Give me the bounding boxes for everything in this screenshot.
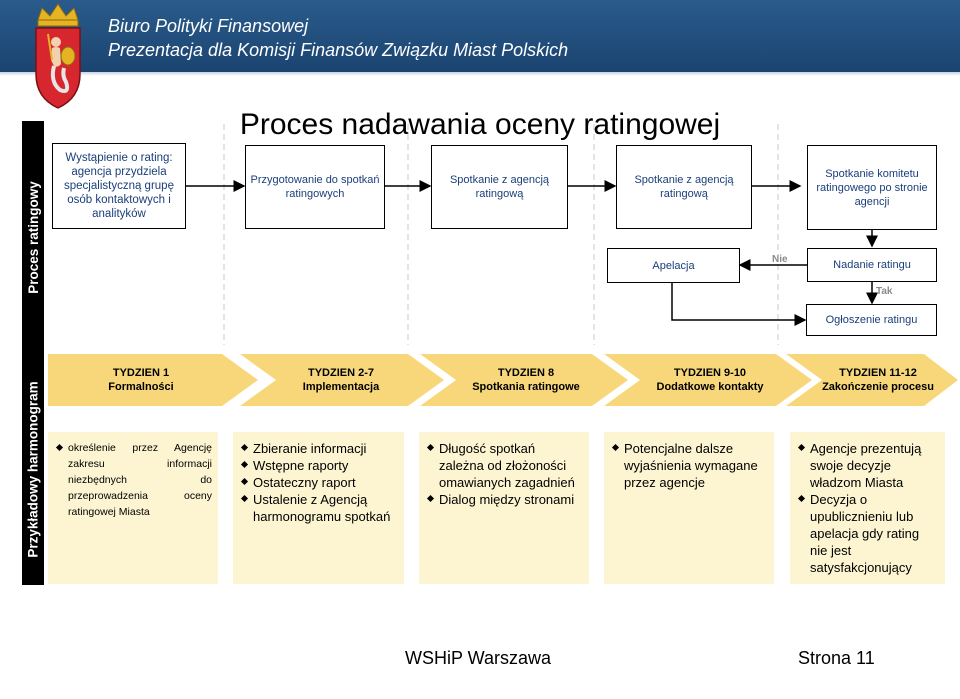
list-item: Wstępne raporty (241, 457, 398, 474)
week-2-subtitle: Implementacja (302, 381, 380, 393)
header-line-2: Prezentacja dla Komisji Finansów Związku… (108, 40, 569, 60)
week-5: TYDZIEN 11-12 Zakończenie procesu (808, 356, 948, 404)
side-label-process: Proces ratingowy (22, 121, 44, 353)
list-item: Decyzja o upublicznieniu lub apelacja gd… (798, 491, 939, 576)
page-title: Proces nadawania oceny ratingowej (239, 108, 721, 141)
list-item: Dialog między stronami (427, 491, 583, 508)
week-5-title: TYDZIEN 11-12 (839, 367, 917, 379)
week-4-subtitle: Dodatkowe kontakty (656, 381, 764, 393)
week-1: TYDZIEN 1 Formalności (48, 356, 234, 404)
week-5-subtitle: Zakończenie procesu (822, 381, 934, 393)
week-3-title: TYDZIEN 8 (497, 367, 555, 379)
list-item: Agencje prezentują swoje decyzje władzom… (798, 440, 939, 491)
schedule-column-1: określenie przez Agencję zakresu informa… (48, 432, 218, 584)
list-item: określenie przez Agencję zakresu informa… (56, 440, 212, 520)
warsaw-coat-of-arms-icon (30, 2, 86, 110)
schedule-column-2: Zbieranie informacji Wstępne raporty Ost… (233, 432, 404, 584)
footer-org: WSHiP Warszawa (405, 648, 552, 668)
list-item: Długość spotkań zależna od złożoności om… (427, 440, 583, 491)
list-item: Zbieranie informacji (241, 440, 398, 457)
assign-rating-box: Nadanie ratingu (807, 248, 937, 282)
meeting-box-1: Spotkanie z agencją ratingową (431, 145, 568, 229)
label-yes: Tak (876, 286, 893, 297)
committee-box: Spotkanie komitetu ratingowego po stroni… (807, 145, 937, 230)
header-divider (0, 72, 960, 76)
preparation-box: Przygotowanie do spotkań ratingowych (245, 145, 385, 229)
list-item: Ostateczny raport (241, 474, 398, 491)
appeal-box: Apelacja (607, 248, 740, 283)
label-no: Nie (772, 254, 788, 265)
meeting-box-2: Spotkanie z agencją ratingową (616, 145, 752, 229)
header-line-1: Biuro Polityki Finansowej (108, 16, 309, 36)
schedule-column-3: Długość spotkań zależna od złożoności om… (419, 432, 589, 584)
week-3-subtitle: Spotkania ratingowe (472, 381, 580, 393)
start-request-box: Wystąpienie o rating: agencja przydziela… (52, 143, 186, 229)
announce-rating-box: Ogłoszenie ratingu (806, 304, 937, 336)
week-2-title: TYDZIEN 2-7 (307, 367, 374, 379)
list-item: Potencjalne dalsze wyjaśnienia wymagane … (612, 440, 768, 491)
page-number: Strona 11 (798, 648, 875, 668)
header-band (0, 0, 960, 72)
schedule-column-4: Potencjalne dalsze wyjaśnienia wymagane … (604, 432, 774, 584)
week-1-subtitle: Formalności (108, 381, 174, 393)
side-label-schedule: Przykładowy harmonogram (22, 353, 44, 585)
week-4: TYDZIEN 9-10 Dodatkowe kontakty (630, 356, 790, 404)
week-3: TYDZIEN 8 Spotkania ratingowe (446, 356, 606, 404)
week-4-title: TYDZIEN 9-10 (673, 367, 747, 379)
list-item: Ustalenie z Agencją harmonogramu spotkań (241, 491, 398, 525)
schedule-column-5: Agencje prezentują swoje decyzje władzom… (790, 432, 945, 584)
week-1-title: TYDZIEN 1 (112, 367, 170, 379)
week-2: TYDZIEN 2-7 Implementacja (262, 356, 420, 404)
